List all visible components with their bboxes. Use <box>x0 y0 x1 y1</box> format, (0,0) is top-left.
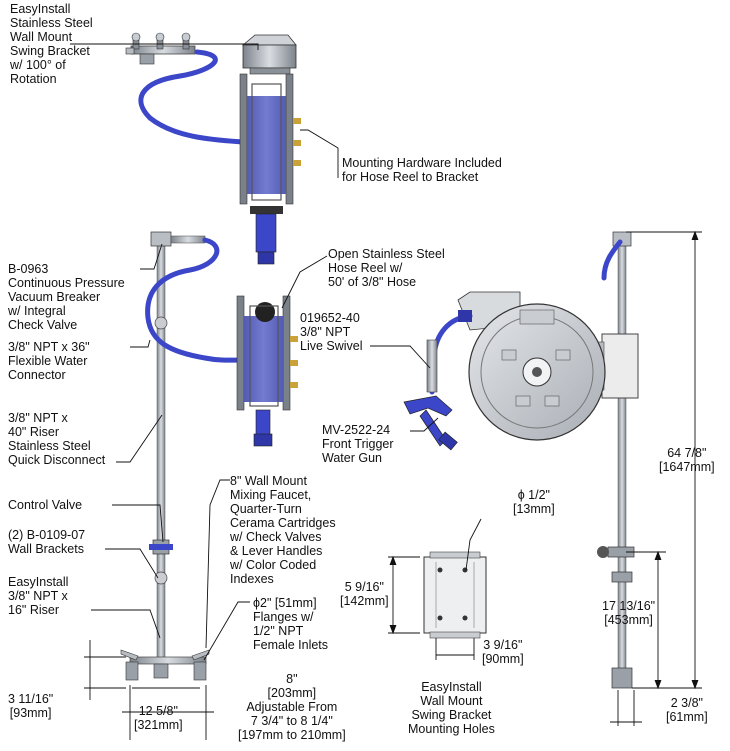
label-mounting-hardware: Mounting Hardware Included for Hose Reel… <box>342 156 502 184</box>
dimension-lines <box>84 230 702 740</box>
label-hose-reel: Open Stainless Steel Hose Reel w/ 50' of… <box>328 247 445 289</box>
dim-bracket-height: 5 9/16" [142mm] <box>340 580 389 608</box>
label-swing-bracket: EasyInstall Stainless Steel Wall Mount S… <box>10 2 93 86</box>
mixing-faucet <box>120 649 210 681</box>
label-wall-brackets: (2) B-0109-07 Wall Brackets <box>8 528 86 556</box>
dim-side-offset: 2 3/8" [61mm] <box>666 696 708 724</box>
right-hose-loop <box>601 239 623 281</box>
label-flanges: ϕ2" [51mm] Flanges w/ 1/2" NPT Female In… <box>253 596 329 652</box>
leader-lines <box>70 43 482 661</box>
front-hose-reel <box>457 291 639 441</box>
hose-guide <box>458 310 472 322</box>
dim-lower-height: 17 13/16" [453mm] <box>602 599 656 627</box>
dim-faucet-depth: 3 11/16" [93mm] <box>8 692 54 720</box>
top-hose <box>138 49 246 145</box>
water-gun-part <box>403 395 458 451</box>
front-reel-hose <box>429 313 473 395</box>
right-riser-pipe <box>597 231 635 689</box>
label-mixing-faucet: 8" Wall Mount Mixing Faucet, Quarter-Tur… <box>230 474 336 586</box>
connector-hose <box>145 237 248 363</box>
label-mounting-holes: EasyInstall Wall Mount Swing Bracket Mou… <box>408 680 495 736</box>
swing-bracket-top <box>241 34 297 75</box>
top-hose-reel-side-view <box>239 73 301 265</box>
label-easyinstall-riser: EasyInstall 3/8" NPT x 16" Riser <box>8 575 69 617</box>
label-riser: 3/8" NPT x 40" Riser Stainless Steel Qui… <box>8 411 106 467</box>
dim-centers: 8" [203mm] Adjustable From 7 3/4" to 8 1… <box>238 672 346 742</box>
label-flex-connector: 3/8" NPT x 36" Flexible Water Connector <box>8 340 90 382</box>
label-control-valve: Control Valve <box>8 498 83 512</box>
label-water-gun: MV-2522-24 Front Trigger Water Gun <box>322 423 394 465</box>
label-live-swivel: 019652-40 3/8" NPT Live Swivel <box>300 311 363 353</box>
bracket-plate <box>423 551 487 639</box>
dim-overall-height: 64 7/8" [1647mm] <box>659 446 715 474</box>
live-swivel-part <box>426 339 438 393</box>
riser-pipe <box>149 231 206 659</box>
mid-hose-reel-side-view <box>236 295 298 447</box>
top-faucet-manifold <box>125 32 196 65</box>
dim-hole-diameter: ϕ 1/2" [13mm] <box>513 488 555 516</box>
dim-faucet-width: 12 5/8" [321mm] <box>134 704 183 732</box>
label-vacuum-breaker: B-0963 Continuous Pressure Vacuum Breake… <box>8 262 125 332</box>
dim-bracket-width: 3 9/16" [90mm] <box>482 638 524 666</box>
